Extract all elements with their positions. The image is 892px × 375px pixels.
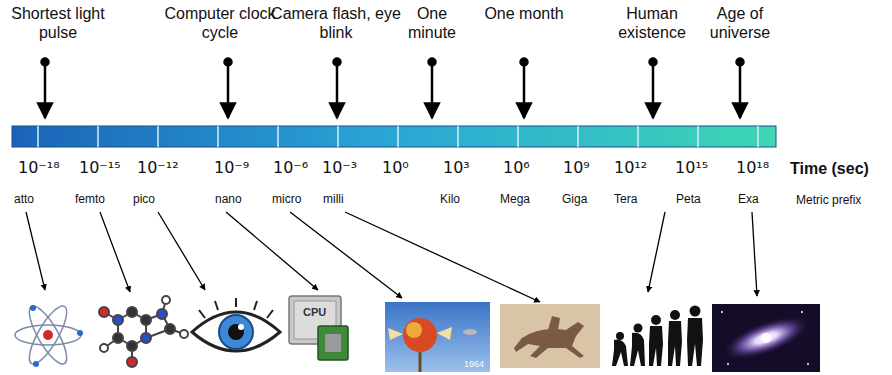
- photo-year: 1964: [464, 359, 484, 370]
- power-of-ten: 10⁻⁶: [273, 158, 308, 177]
- metric-prefix: nano: [215, 192, 242, 206]
- metric-prefix: Peta: [676, 192, 701, 206]
- axis-title: Time (sec): [790, 159, 869, 178]
- metric-prefix: Mega: [500, 192, 530, 206]
- power-of-ten: 10⁻¹⁵: [79, 158, 121, 177]
- event-label: Shortest light pulse: [3, 4, 113, 42]
- metric-prefix: Kilo: [440, 192, 460, 206]
- power-of-ten: 10⁻¹⁸: [18, 158, 60, 177]
- atom-icon: [15, 301, 83, 368]
- power-of-ten: 10³: [443, 158, 470, 177]
- leader-arrows: [26, 212, 757, 302]
- horse-photo: [500, 304, 600, 368]
- cpu-icon: [289, 296, 348, 360]
- power-of-ten: 10⁻⁹: [214, 158, 249, 177]
- power-of-ten: 10⁹: [563, 158, 590, 177]
- metric-prefix: Tera: [614, 192, 637, 206]
- power-of-ten: 10¹²: [614, 158, 647, 177]
- event-label: Age of universe: [690, 4, 790, 42]
- eye-icon: [192, 298, 280, 351]
- metric-prefix: atto: [14, 192, 34, 206]
- power-of-ten: 10⁻³: [322, 158, 357, 177]
- apple-photo: [385, 302, 490, 372]
- axis-subtitle: Metric prefix: [796, 193, 861, 207]
- metric-prefix: Giga: [562, 192, 587, 206]
- molecule-icon: [99, 296, 188, 367]
- power-of-ten: 10⁰: [382, 158, 409, 177]
- metric-prefix: pico: [133, 192, 155, 206]
- event-label: One minute: [392, 4, 472, 42]
- event-label: Computer clock cycle: [160, 4, 280, 42]
- metric-prefix: femto: [75, 192, 105, 206]
- power-of-ten: 10¹⁸: [736, 158, 769, 177]
- metric-prefix: micro: [272, 192, 301, 206]
- event-label: One month: [484, 4, 564, 23]
- galaxy-photo: [712, 304, 820, 372]
- power-of-ten: 10⁶: [503, 158, 530, 177]
- event-label: Camera flash, eye blink: [271, 4, 401, 42]
- chip-label: CPU: [303, 306, 326, 319]
- bar-ticks: [38, 126, 758, 147]
- event-label: Human existence: [602, 4, 702, 42]
- time-bar: [12, 126, 776, 147]
- metric-prefix: milli: [323, 192, 344, 206]
- power-of-ten: 10¹⁵: [675, 158, 708, 177]
- pointer-arrows: [42, 59, 744, 119]
- metric-prefix: Exa: [738, 192, 759, 206]
- evolution-icon: [612, 306, 703, 367]
- power-of-ten: 10⁻¹²: [137, 158, 179, 177]
